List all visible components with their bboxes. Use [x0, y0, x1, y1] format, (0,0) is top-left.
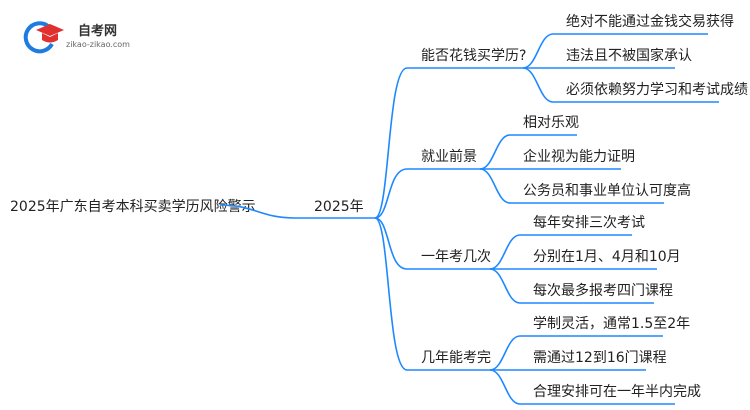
leaf-node: 绝对不能通过金钱交易获得 — [566, 13, 734, 30]
root-node: 2025年广东自考本科买卖学历风险警示 — [10, 199, 256, 215]
logo-url: zikao-zikao.com — [66, 40, 130, 49]
leaf-connector — [489, 268, 654, 304]
leaf-node: 每次最多报考四门课程 — [533, 282, 673, 299]
branch-connector — [374, 217, 490, 270]
leaf-connector — [489, 369, 675, 405]
branch-connector — [374, 67, 523, 219]
leaf-connector — [479, 168, 664, 204]
branch-node: 一年考几次 — [421, 249, 491, 265]
branch-node: 几年能考完 — [421, 350, 491, 366]
leaf-node: 公务员和事业单位认可度高 — [523, 182, 691, 199]
branch-node: 就业前景 — [421, 148, 477, 165]
leaf-node: 企业视为能力证明 — [523, 148, 635, 165]
branch-connector — [374, 217, 490, 371]
leaf-node: 相对乐观 — [523, 115, 579, 131]
leaf-connector — [522, 33, 708, 69]
leaf-connector — [489, 234, 632, 270]
leaf-node: 分别在1月、4月和10月 — [533, 249, 681, 265]
leaf-node: 学制灵活，通常1.5至2年 — [533, 316, 690, 332]
leaf-connector — [522, 67, 719, 103]
leaf-node: 违法且不被国家承认 — [566, 47, 692, 64]
leaf-node: 需通过12到16门课程 — [533, 350, 667, 366]
graduation-cap-icon — [23, 21, 64, 54]
branch-connector — [374, 168, 480, 219]
leaf-node: 必须依赖努力学习和考试成绩 — [566, 82, 748, 98]
leaf-node: 每年安排三次考试 — [533, 215, 645, 231]
leaf-connector — [479, 134, 577, 170]
leaf-node: 合理安排可在一年半内完成 — [533, 384, 701, 400]
branch-node: 能否花钱买学历? — [421, 48, 526, 64]
leaf-connector — [489, 335, 663, 371]
center-node: 2025年 — [314, 199, 364, 215]
root-connector — [219, 204, 375, 219]
logo-title: 自考网 — [78, 24, 118, 39]
